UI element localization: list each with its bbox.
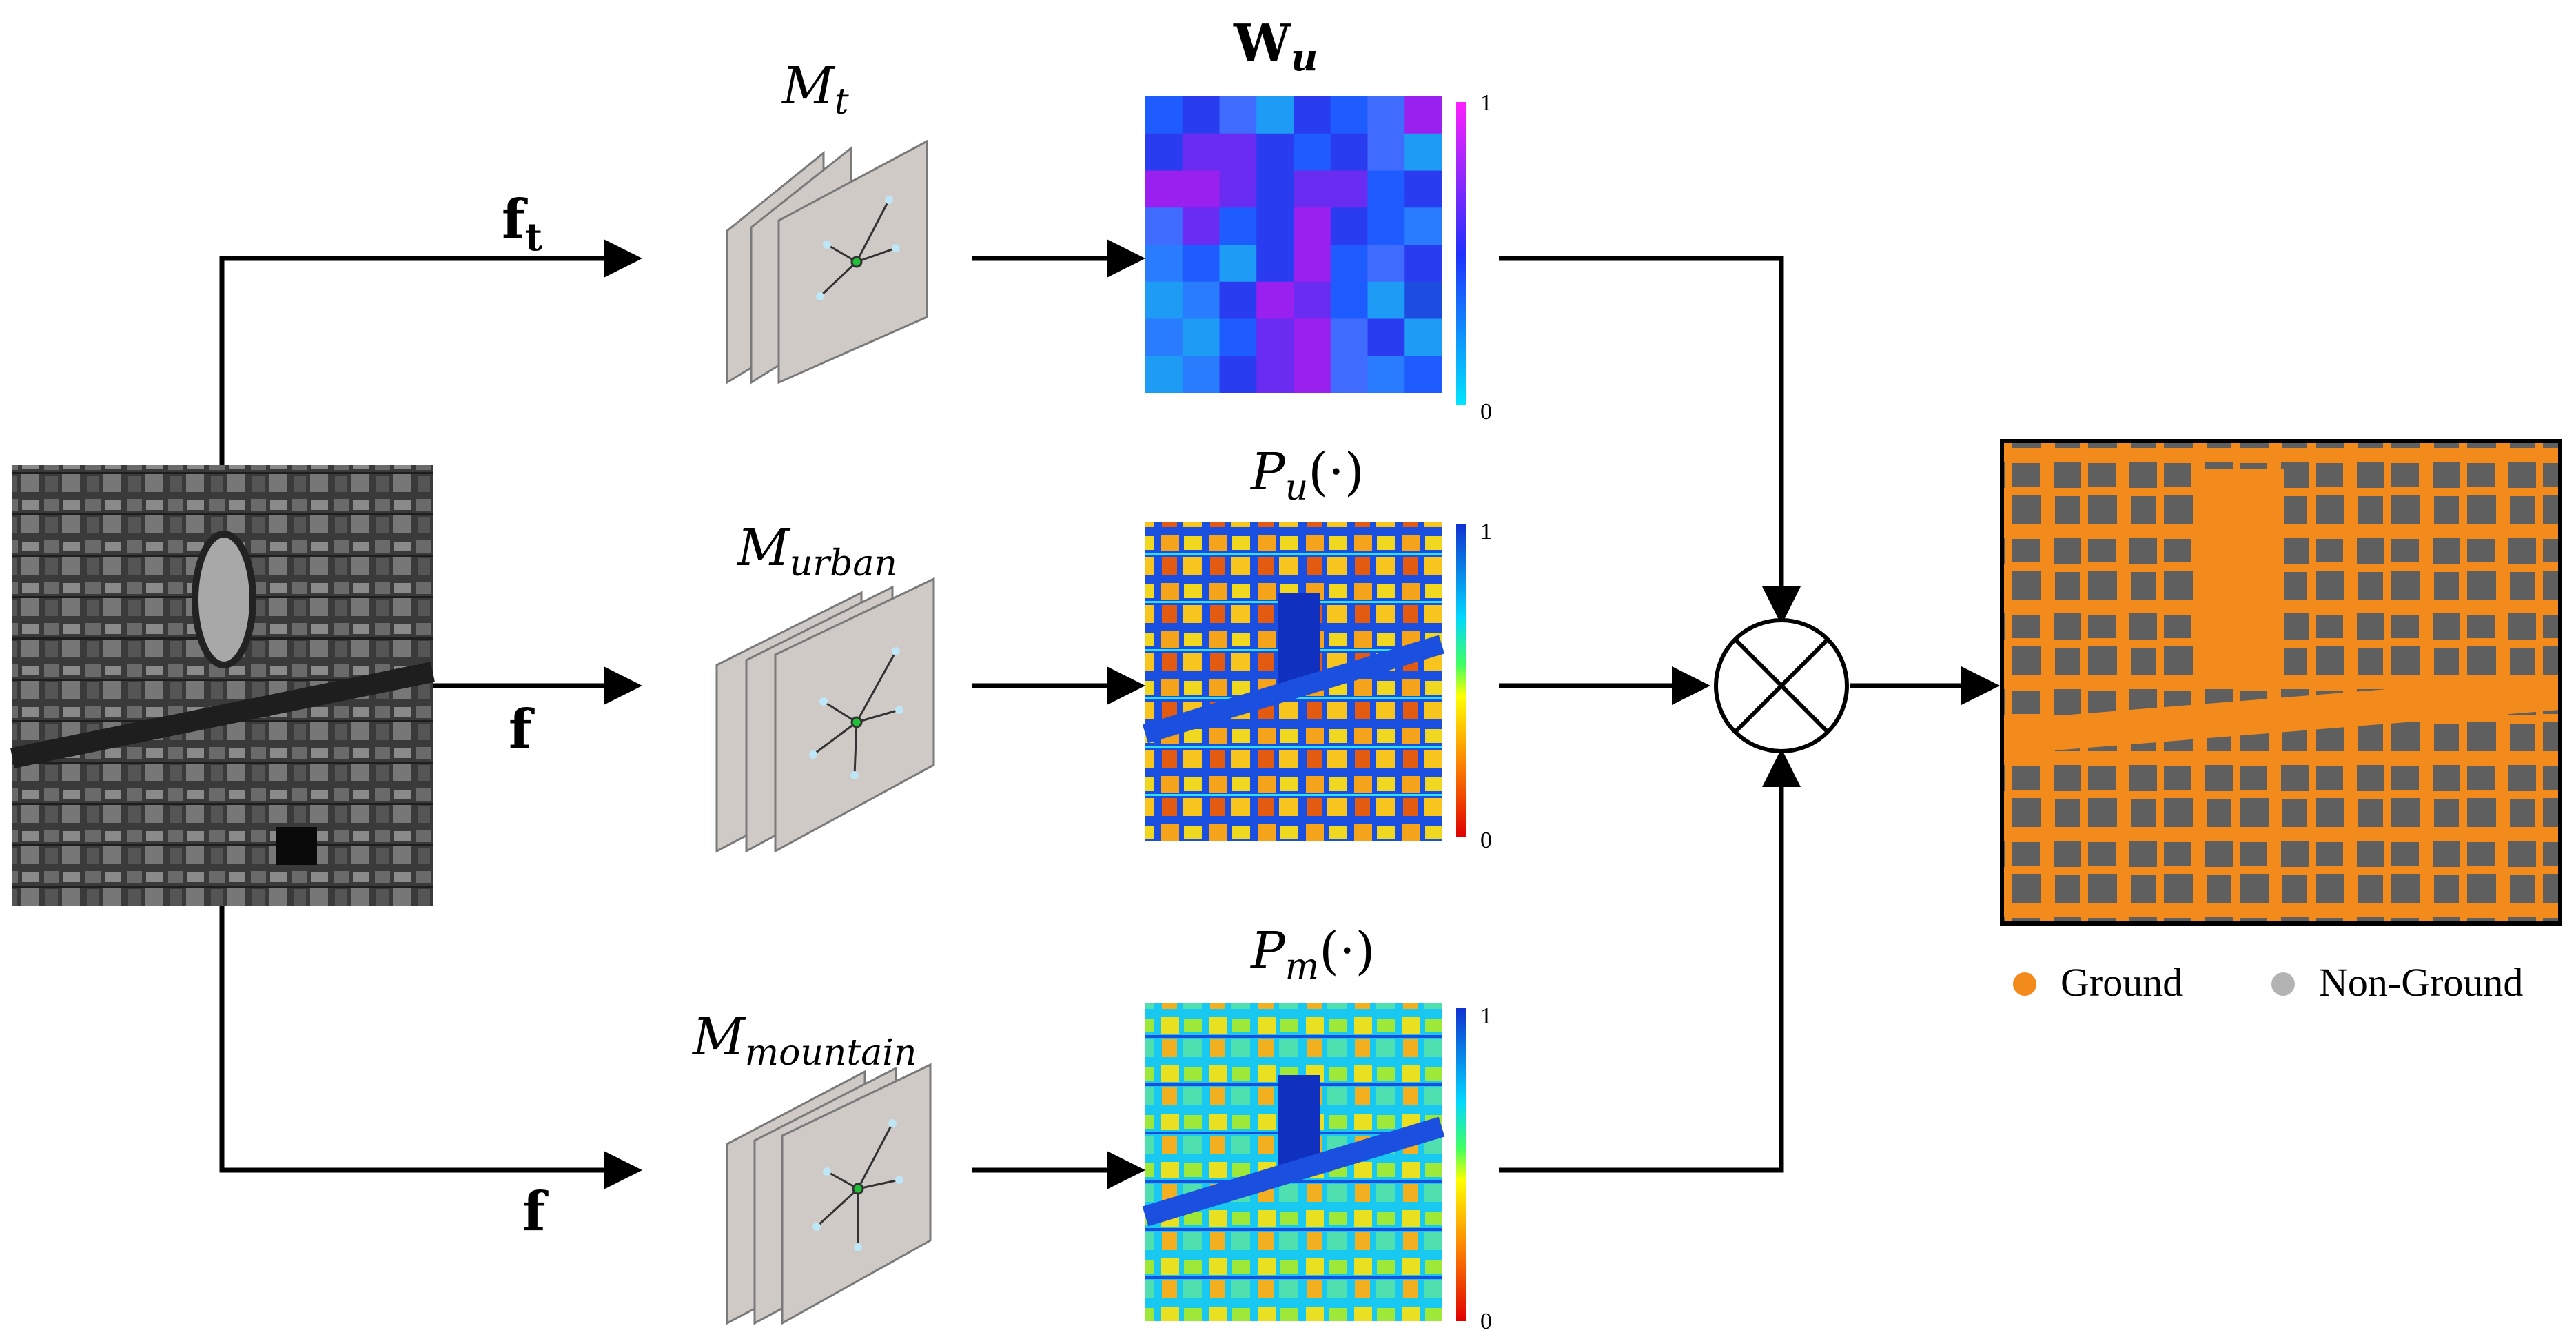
colorbar-urban: 1 0	[1456, 519, 1492, 853]
model-stack-bottom	[726, 1063, 932, 1325]
weight-map-wu	[1145, 96, 1442, 393]
model-to-map-arrows	[972, 239, 1145, 1189]
svg-text:ft: ft	[502, 188, 543, 259]
output-ground-segmentation	[2000, 439, 2562, 926]
colorbar-urban-min: 0	[1480, 828, 1492, 853]
model-label-top: Mt	[781, 57, 849, 123]
colorbar-mountain-max: 1	[1480, 1003, 1492, 1029]
probability-map-mountain	[1142, 1003, 1445, 1321]
legend: Ground Non-Ground	[2013, 960, 2523, 1005]
input-aerial-image	[10, 465, 436, 906]
map-to-operator-arrows	[1499, 256, 1801, 1173]
map-label-wu: Wu	[1233, 14, 1318, 79]
model-label-middle: Murban	[736, 518, 897, 584]
legend-label-ground: Ground	[2061, 960, 2183, 1005]
colorbar-wu-max: 1	[1480, 90, 1492, 116]
model-stack-middle	[715, 577, 935, 853]
colorbar-urban-max: 1	[1480, 519, 1492, 544]
model-label-bottom: Mmountain	[691, 1008, 917, 1074]
feature-label-f-bottom: f	[522, 1180, 549, 1243]
legend-label-non-ground: Non-Ground	[2319, 960, 2523, 1005]
map-label-urban: Pu(·)	[1249, 442, 1364, 509]
feature-label-ft: ft	[502, 188, 543, 259]
feature-label-f-middle: f	[509, 698, 535, 761]
branch-connectors	[219, 239, 642, 1189]
map-label-mountain: Pm(·)	[1249, 921, 1375, 988]
legend-swatch-non-ground	[2271, 972, 2295, 996]
graph-icon	[816, 196, 900, 300]
colorbar-wu: 1 0	[1456, 90, 1492, 425]
colorbar-mountain-min: 0	[1480, 1309, 1492, 1334]
multiply-operator-icon	[1714, 618, 1849, 753]
colorbar-wu-min: 0	[1480, 399, 1492, 425]
legend-item-non-ground: Non-Ground	[2271, 960, 2523, 1005]
legend-item-ground: Ground	[2013, 960, 2183, 1005]
colorbar-mountain: 1 0	[1456, 1003, 1492, 1334]
legend-swatch-ground	[2013, 972, 2036, 996]
probability-map-urban	[1142, 522, 1445, 841]
model-stack-top	[726, 139, 928, 385]
graph-icon	[809, 647, 903, 779]
graph-icon	[812, 1119, 903, 1251]
